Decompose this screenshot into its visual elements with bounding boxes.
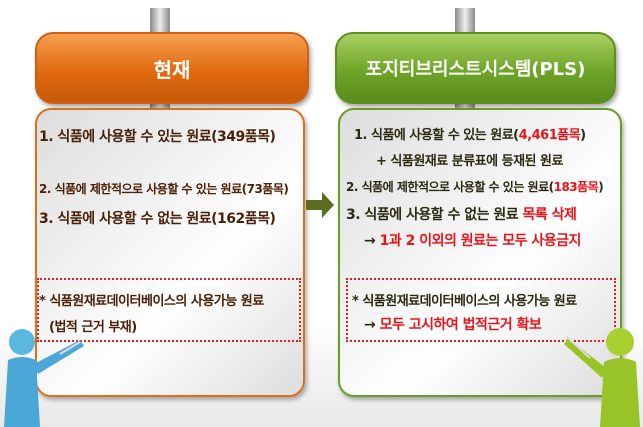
current-title: 현재 [153,57,191,82]
pls-title: 포지티브리스트시스템(PLS) [365,59,586,80]
pls-item-3-sub-text: 1과 2 이외의 원료는 모두 사용금지 [379,233,582,249]
pls-item-2: 2. 식품에 제한적으로 사용할 수 있는 원료(183품목) [346,178,604,195]
pls-item-1-suffix: ) [580,128,586,143]
pls-item-3-text: 3. 식품에 사용할 수 없는 원료 [346,207,523,223]
current-item-3: 3. 식품에 사용할 수 없는 원료(162품목) [39,211,276,227]
pls-item-1-text: 1. 식품에 사용할 수 있는 원료( [354,128,519,143]
pls-note-2: → 모두 고시하여 법적근거 확보 [364,314,542,334]
sign-pole-right [455,8,475,36]
current-panel: 1. 식품에 사용할 수 있는 원료(349품목) 2. 식품에 제한적으로 사… [35,108,305,397]
pls-item-2-suffix: ) [598,180,604,194]
presenter-figure-blue [4,329,84,427]
sign-pole-left [150,8,170,36]
pls-item-3-red: 목록 삭제 [522,207,577,223]
current-header: 현재 [35,32,309,104]
pls-item-1-count: 4,461품목 [518,128,581,143]
pls-item-2-text: 2. 식품에 제한적으로 사용할 수 있는 원료( [346,180,554,194]
arrow-right-icon [306,192,334,218]
arrow-icon: → [364,317,380,333]
arrow-icon: → [364,233,380,249]
pls-item-1-sub: + 식품원재료 분류표에 등재된 원료 [376,154,563,169]
current-note-box [37,278,301,342]
pls-item-1: 1. 식품에 사용할 수 있는 원료(4,461품목) [354,124,586,143]
current-item-1: 1. 식품에 사용할 수 있는 원료(349품목) [39,129,276,145]
pls-note-2-text: 모두 고시하여 법적근거 확보 [379,317,542,333]
current-item-2: 2. 식품에 제한적으로 사용할 수 있는 원료(73품목) [39,182,289,196]
pls-item-2-count: 183품목 [553,180,599,194]
pls-note-box [346,278,616,342]
current-note-2: (법적 근거 부재) [49,320,137,335]
current-note-1: * 식품원재료데이터베이스의 사용가능 원료 [39,294,264,309]
pls-header: 포지티브리스트시스템(PLS) [335,32,616,104]
pls-note-1: * 식품원재료데이터베이스의 사용가능 원료 [352,294,577,309]
pls-item-3-sub: → 1과 2 이외의 원료는 모두 사용금지 [364,230,581,250]
pls-item-3: 3. 식품에 사용할 수 없는 원료 목록 삭제 [346,204,577,224]
presenter-figure-green [564,328,640,427]
